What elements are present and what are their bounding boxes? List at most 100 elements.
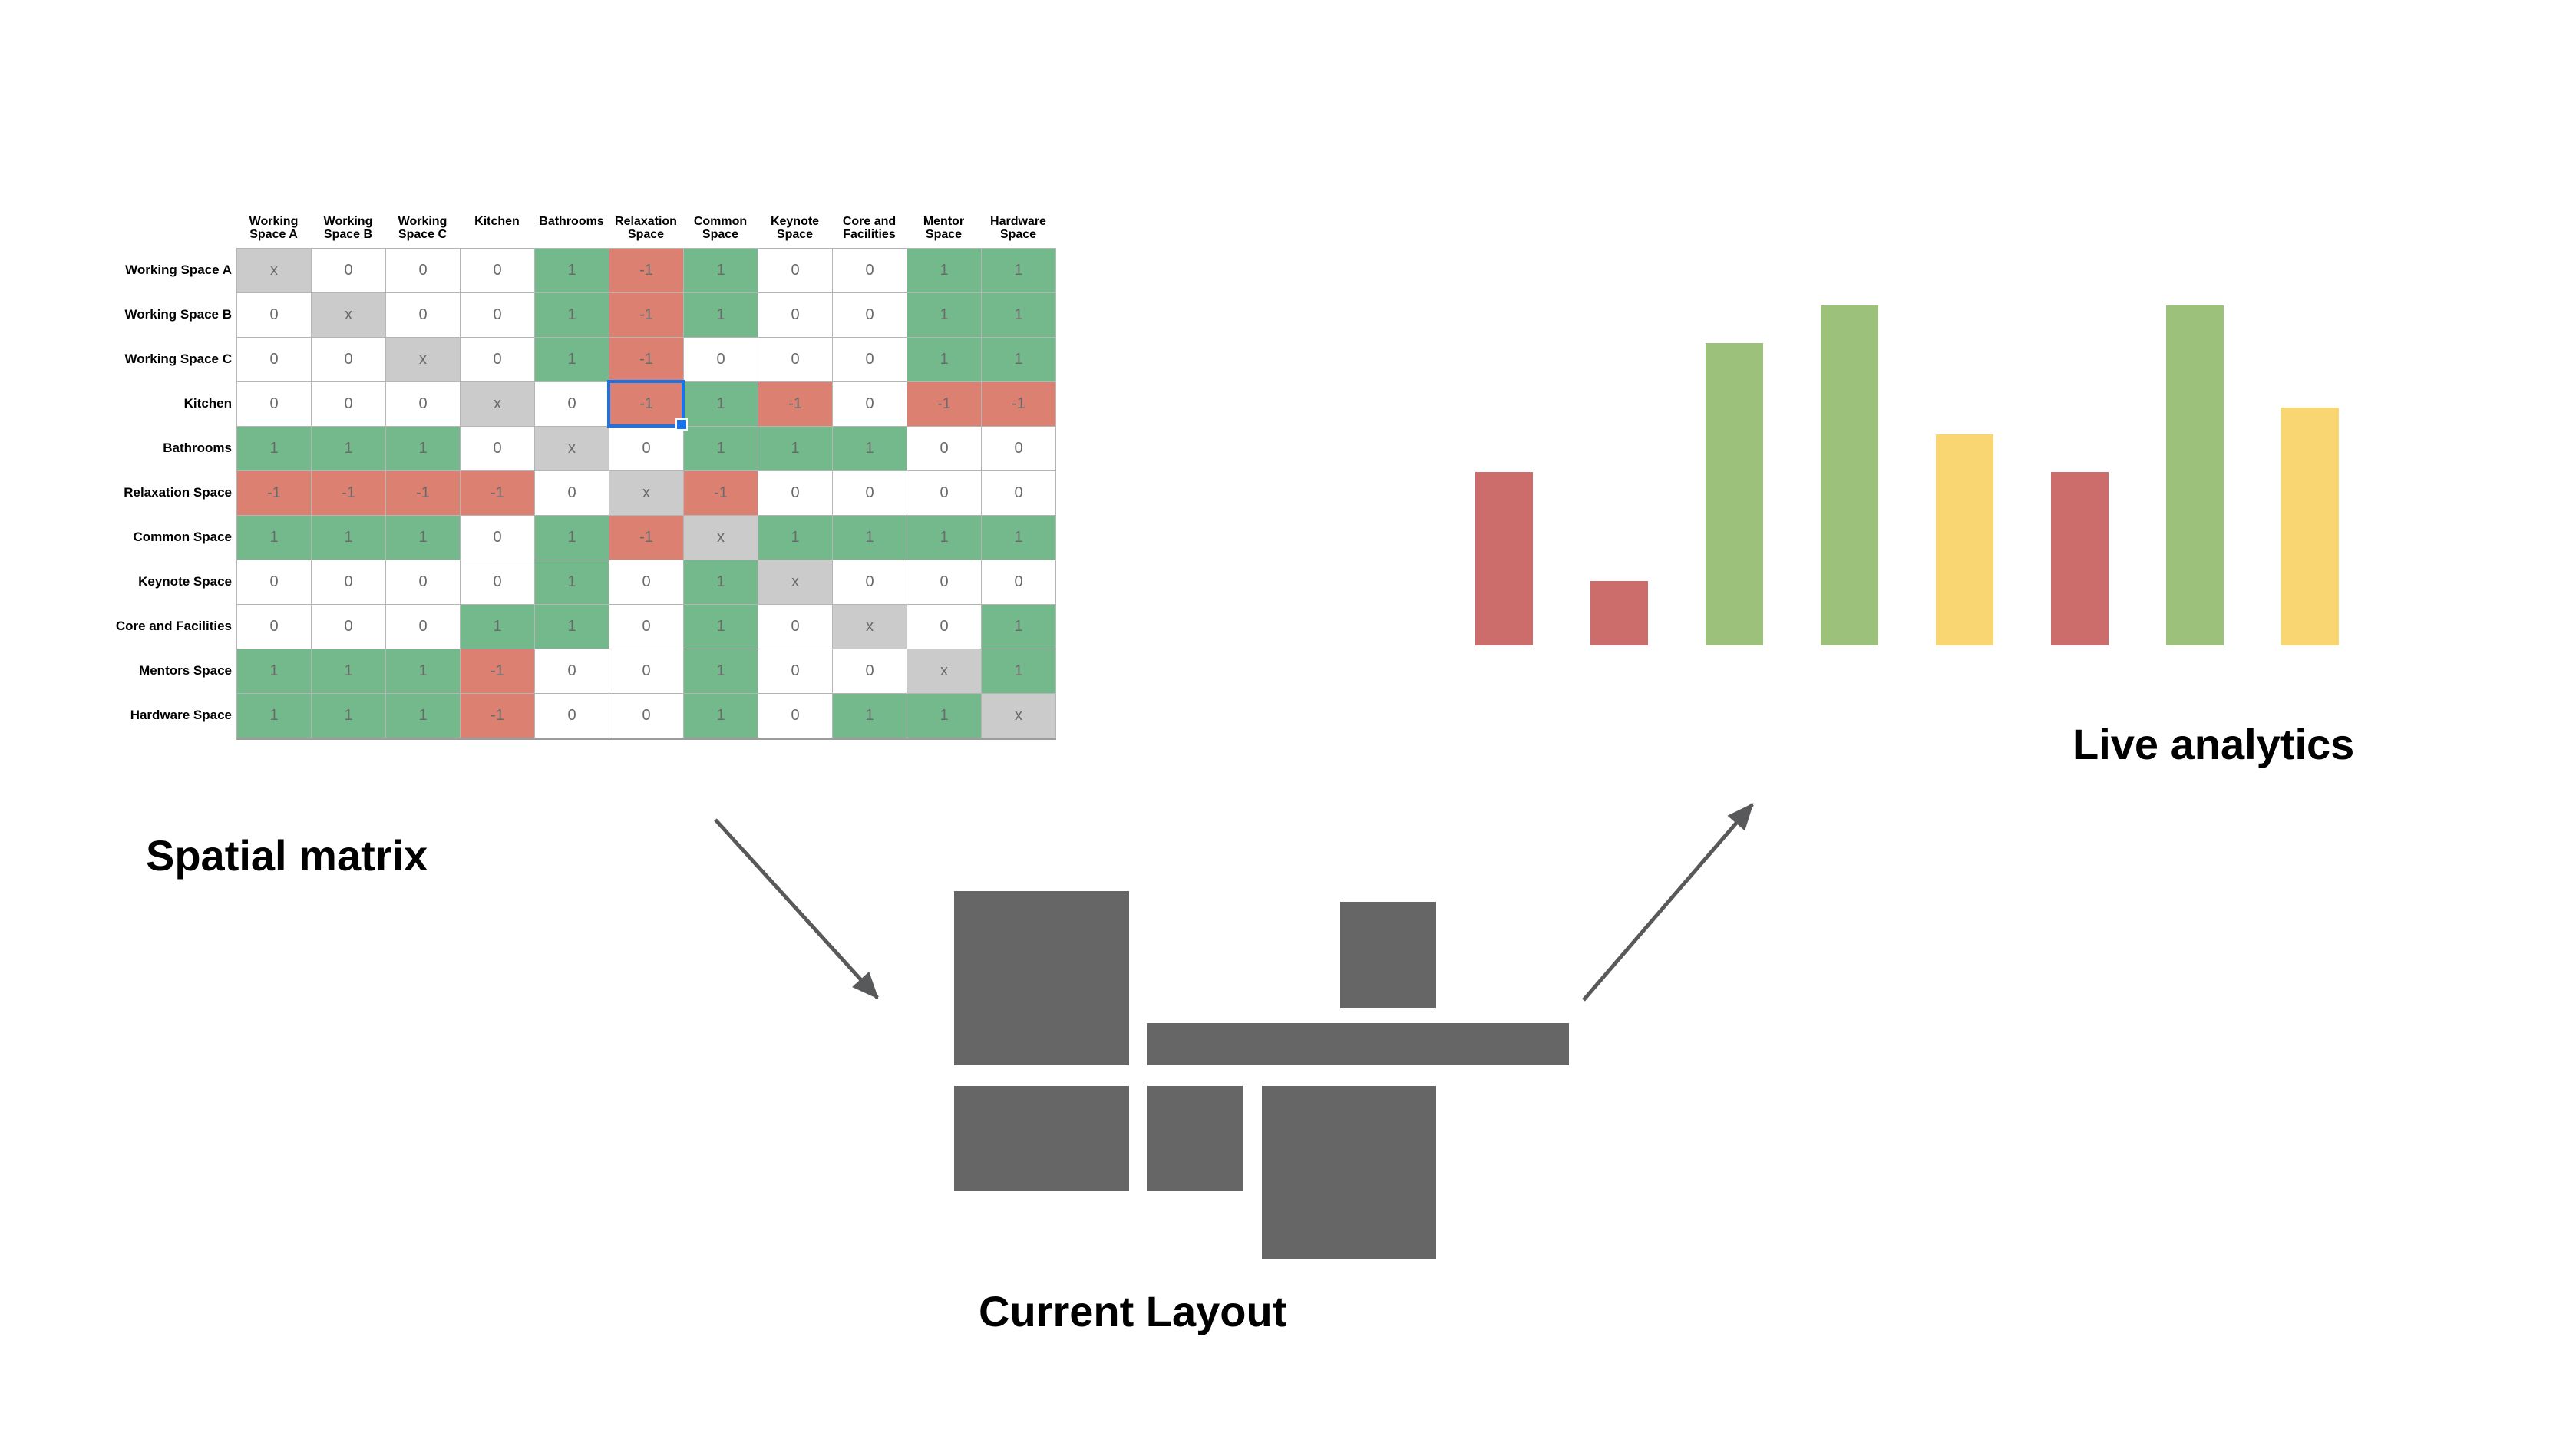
matrix-cell[interactable]: x — [535, 427, 609, 471]
matrix-cell[interactable]: 1 — [684, 605, 758, 649]
matrix-cell[interactable]: -1 — [461, 694, 535, 738]
matrix-cell[interactable]: 1 — [907, 338, 982, 382]
matrix-cell[interactable]: 0 — [237, 560, 312, 605]
matrix-cell[interactable]: 1 — [535, 560, 609, 605]
matrix-cell[interactable]: 1 — [684, 427, 758, 471]
matrix-cell[interactable]: -1 — [461, 471, 535, 516]
matrix-cell[interactable]: 0 — [386, 382, 461, 427]
matrix-cell[interactable]: -1 — [907, 382, 982, 427]
matrix-cell[interactable]: x — [461, 382, 535, 427]
matrix-cell[interactable]: 1 — [386, 694, 461, 738]
matrix-cell[interactable]: 0 — [237, 382, 312, 427]
matrix-cell[interactable]: 1 — [461, 605, 535, 649]
matrix-cell[interactable]: 0 — [461, 249, 535, 293]
matrix-cell[interactable]: 1 — [312, 427, 386, 471]
matrix-cell[interactable]: -1 — [312, 471, 386, 516]
matrix-cell[interactable]: -1 — [982, 382, 1056, 427]
matrix-cell[interactable]: 1 — [312, 694, 386, 738]
matrix-cell[interactable]: -1 — [386, 471, 461, 516]
matrix-cell[interactable]: 0 — [833, 249, 907, 293]
matrix-cell[interactable]: 1 — [833, 694, 907, 738]
matrix-cell[interactable]: 1 — [535, 249, 609, 293]
matrix-cell[interactable]: 1 — [386, 427, 461, 471]
matrix-cell[interactable]: 0 — [312, 605, 386, 649]
matrix-cell[interactable]: 0 — [237, 338, 312, 382]
matrix-cell[interactable]: 0 — [237, 605, 312, 649]
matrix-cell[interactable]: 1 — [386, 516, 461, 560]
matrix-cell[interactable]: 1 — [758, 516, 833, 560]
matrix-cell[interactable]: 0 — [758, 649, 833, 694]
matrix-cell[interactable]: 0 — [386, 560, 461, 605]
matrix-cell[interactable]: 1 — [237, 649, 312, 694]
selection-fill-handle[interactable] — [675, 418, 688, 431]
matrix-cell[interactable]: 1 — [386, 649, 461, 694]
matrix-cell[interactable]: 0 — [312, 249, 386, 293]
matrix-cell[interactable]: 0 — [609, 649, 684, 694]
matrix-cell[interactable]: 0 — [907, 427, 982, 471]
matrix-cell[interactable]: 1 — [684, 382, 758, 427]
matrix-cell[interactable]: -1 — [609, 382, 684, 427]
matrix-cell[interactable]: 1 — [535, 338, 609, 382]
matrix-cell[interactable]: 1 — [237, 427, 312, 471]
matrix-cell[interactable]: 0 — [982, 427, 1056, 471]
matrix-cell[interactable]: -1 — [758, 382, 833, 427]
matrix-cell[interactable]: 0 — [237, 293, 312, 338]
matrix-cell[interactable]: 1 — [982, 649, 1056, 694]
matrix-cell[interactable]: x — [386, 338, 461, 382]
matrix-cell[interactable]: x — [312, 293, 386, 338]
matrix-cell[interactable]: 0 — [907, 560, 982, 605]
matrix-cell[interactable]: 0 — [535, 649, 609, 694]
matrix-cell[interactable]: 0 — [312, 382, 386, 427]
matrix-cell[interactable]: 1 — [684, 293, 758, 338]
matrix-cell[interactable]: 0 — [386, 293, 461, 338]
matrix-cell[interactable]: 1 — [982, 249, 1056, 293]
matrix-cell[interactable]: x — [684, 516, 758, 560]
matrix-cell[interactable]: 0 — [386, 249, 461, 293]
matrix-cell[interactable]: 1 — [982, 516, 1056, 560]
matrix-cell[interactable]: 0 — [982, 471, 1056, 516]
matrix-cell[interactable]: 0 — [833, 338, 907, 382]
matrix-cell[interactable]: 1 — [237, 516, 312, 560]
matrix-cell[interactable]: 0 — [386, 605, 461, 649]
matrix-cell[interactable]: 0 — [833, 471, 907, 516]
matrix-cell[interactable]: 1 — [907, 293, 982, 338]
matrix-cell[interactable]: 0 — [535, 471, 609, 516]
matrix-cell[interactable]: 0 — [461, 338, 535, 382]
matrix-cell[interactable]: -1 — [609, 338, 684, 382]
matrix-cell[interactable]: 1 — [684, 694, 758, 738]
matrix-cell[interactable]: 0 — [758, 694, 833, 738]
matrix-cell[interactable]: -1 — [609, 249, 684, 293]
matrix-cell[interactable]: x — [833, 605, 907, 649]
matrix-cell[interactable]: 0 — [609, 605, 684, 649]
matrix-cell[interactable]: -1 — [609, 293, 684, 338]
matrix-cell[interactable]: 0 — [312, 338, 386, 382]
matrix-cell[interactable]: 0 — [833, 293, 907, 338]
matrix-cell[interactable]: x — [982, 694, 1056, 738]
matrix-cell[interactable]: 1 — [833, 516, 907, 560]
matrix-cell[interactable]: 1 — [535, 605, 609, 649]
matrix-cell[interactable]: 1 — [907, 516, 982, 560]
matrix-cell[interactable]: x — [907, 649, 982, 694]
matrix-cell[interactable]: 0 — [312, 560, 386, 605]
matrix-cell[interactable]: 1 — [684, 560, 758, 605]
matrix-cell[interactable]: 1 — [312, 649, 386, 694]
matrix-cell[interactable]: x — [237, 249, 312, 293]
matrix-cell[interactable]: 0 — [758, 249, 833, 293]
matrix-cell[interactable]: 1 — [535, 516, 609, 560]
matrix-cell[interactable]: 0 — [461, 560, 535, 605]
matrix-cell[interactable]: 0 — [833, 382, 907, 427]
matrix-cell[interactable]: 1 — [684, 649, 758, 694]
matrix-cell[interactable]: 1 — [907, 694, 982, 738]
matrix-cell[interactable]: 0 — [758, 605, 833, 649]
matrix-cell[interactable]: 0 — [758, 293, 833, 338]
matrix-cell[interactable]: 0 — [684, 338, 758, 382]
selected-cell-outline[interactable] — [607, 380, 688, 431]
matrix-cell[interactable]: 1 — [758, 427, 833, 471]
matrix-cell[interactable]: 1 — [982, 338, 1056, 382]
matrix-cell[interactable]: 0 — [833, 560, 907, 605]
matrix-cell[interactable]: 0 — [461, 516, 535, 560]
matrix-cell[interactable]: 1 — [684, 249, 758, 293]
matrix-cell[interactable]: 0 — [535, 382, 609, 427]
matrix-cell[interactable]: 0 — [609, 694, 684, 738]
matrix-cell[interactable]: 1 — [982, 605, 1056, 649]
